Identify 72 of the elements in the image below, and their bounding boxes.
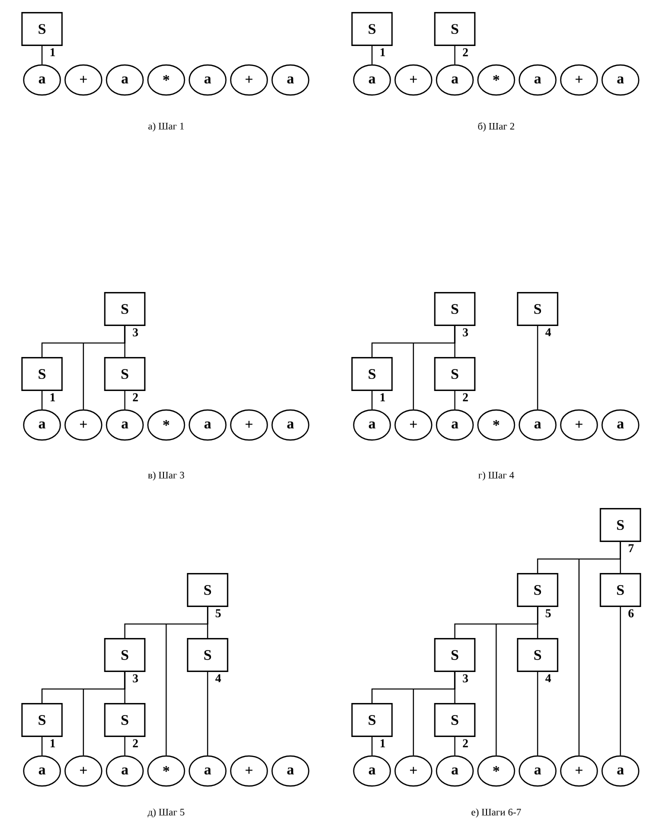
symbol-box: S xyxy=(600,573,642,607)
step-number: 1 xyxy=(380,739,385,748)
tree-line xyxy=(371,391,373,410)
symbol-box: S xyxy=(434,292,476,326)
tree-line xyxy=(454,391,456,410)
step-number: 3 xyxy=(132,328,138,336)
step-number: 1 xyxy=(380,48,385,56)
symbol-box: S xyxy=(186,573,228,607)
tree-line xyxy=(207,607,208,638)
step-number: 2 xyxy=(132,393,138,402)
step-number: 1 xyxy=(50,393,55,402)
step-number: 1 xyxy=(50,739,55,748)
symbol-box: S xyxy=(186,638,228,672)
panel-caption: в) Шаг 3 xyxy=(148,471,184,481)
tree-line xyxy=(454,326,456,357)
step-number: 4 xyxy=(545,674,551,682)
symbol-box: S xyxy=(104,703,146,738)
symbol-box: S xyxy=(351,12,393,46)
tree-line xyxy=(124,326,126,357)
symbol-box: S xyxy=(434,357,476,391)
tree-line xyxy=(371,737,373,756)
symbol-box: S xyxy=(104,638,146,672)
symbol-box: S xyxy=(104,357,146,391)
symbol-box: S xyxy=(351,357,393,391)
tree-line xyxy=(371,46,373,64)
step-number: 2 xyxy=(462,48,468,56)
tree-line xyxy=(620,607,621,756)
symbol-box: S xyxy=(21,703,63,738)
step-number: 4 xyxy=(545,328,551,336)
panel-caption: б) Шаг 2 xyxy=(478,122,514,132)
step-number: 6 xyxy=(628,609,634,618)
symbol-box: S xyxy=(434,703,476,738)
step-number: 3 xyxy=(132,674,138,682)
step-number: 7 xyxy=(628,544,634,552)
step-number: 1 xyxy=(50,48,55,56)
step-number: 1 xyxy=(380,393,385,402)
step-number: 2 xyxy=(462,739,468,748)
tree-line xyxy=(454,737,456,756)
step-number: 3 xyxy=(462,328,468,336)
panel-caption: е) Шаги 6-7 xyxy=(472,808,521,818)
tree-line xyxy=(124,737,126,756)
symbol-box: S xyxy=(434,638,476,672)
symbol-box: S xyxy=(104,292,146,326)
step-number: 5 xyxy=(546,609,551,618)
tree-line xyxy=(537,672,538,756)
tree-line xyxy=(620,542,621,573)
tree-line xyxy=(124,391,126,410)
tree-line xyxy=(537,326,538,410)
panel-caption: д) Шаг 5 xyxy=(148,808,184,818)
symbol-box: S xyxy=(516,638,558,672)
tree-line xyxy=(537,607,538,638)
tree-line xyxy=(207,672,208,756)
panel-caption: а) Шаг 1 xyxy=(148,122,184,132)
step-number: 4 xyxy=(215,674,221,682)
symbol-box: S xyxy=(516,292,558,326)
tree-line xyxy=(454,672,456,703)
panel-caption: г) Шаг 4 xyxy=(478,471,514,481)
symbol-box: S xyxy=(21,12,63,46)
step-number: 2 xyxy=(132,739,138,748)
tree-line xyxy=(41,737,43,756)
symbol-box: S xyxy=(21,357,63,391)
step-number: 2 xyxy=(462,393,468,402)
symbol-box: S xyxy=(351,703,393,738)
tree-line xyxy=(454,46,456,64)
symbol-box: S xyxy=(516,573,558,607)
tree-line xyxy=(41,46,43,64)
symbol-box: S xyxy=(434,12,476,46)
tree-line xyxy=(41,391,43,410)
symbol-box: S xyxy=(600,508,642,542)
step-number: 3 xyxy=(462,674,468,682)
step-number: 5 xyxy=(216,609,221,618)
tree-line xyxy=(124,672,126,703)
